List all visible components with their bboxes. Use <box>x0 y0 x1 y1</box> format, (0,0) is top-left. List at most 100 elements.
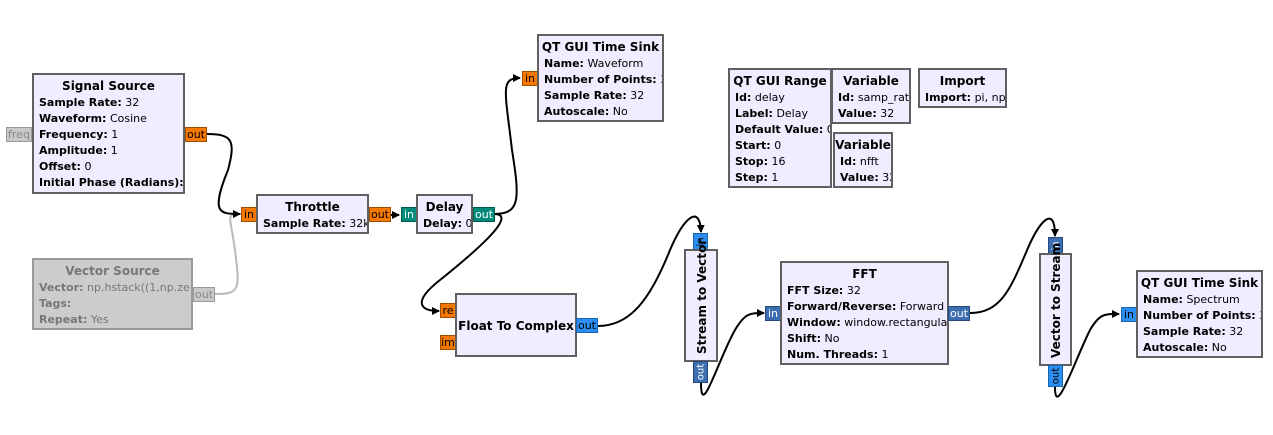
param-row: Window: window.rectangular... <box>787 315 947 331</box>
param-value: 32 <box>1229 325 1244 338</box>
param-row: Delay: 0 <box>423 216 471 232</box>
param-name: FFT Size: <box>787 284 844 297</box>
wire-vector-source-to-throttle[interactable] <box>214 213 243 295</box>
vector-to-stream-out-port[interactable]: out <box>1048 365 1063 387</box>
stream-to-vector-block[interactable] <box>684 249 718 362</box>
vector-source-block[interactable]: Vector Source Vector: np.hstack((1,np.ze… <box>32 258 193 330</box>
param-row: Initial Phase (Radians): 0 <box>39 175 183 191</box>
param-name: Stop: <box>735 155 769 168</box>
param-name: Forward/Reverse: <box>787 300 897 313</box>
param-name: Default Value: <box>735 123 824 136</box>
param-row: Import: pi, np <box>925 90 1005 106</box>
param-row: Frequency: 1 <box>39 127 183 143</box>
param-value: 0 <box>84 160 92 173</box>
delay-out-port[interactable]: out <box>473 207 495 222</box>
param-value: nfft <box>859 155 879 168</box>
block-title: QT GUI Time Sink <box>541 40 660 54</box>
param-list: Sample Rate: 32k <box>258 216 367 232</box>
param-list: Id: delay Label: Delay Default Value: 0 … <box>730 90 830 186</box>
float-to-complex-out-port[interactable]: out <box>576 318 598 333</box>
block-title: Import <box>939 74 986 88</box>
block-title: Throttle <box>285 200 340 214</box>
param-row: Waveform: Cosine <box>39 111 183 127</box>
throttle-in-port[interactable]: in <box>241 207 257 222</box>
wire-delay-to-time-sink[interactable] <box>493 74 521 215</box>
wire-fft-to-vector-to-stream[interactable] <box>969 217 1059 314</box>
param-row: Amplitude: 1 <box>39 143 183 159</box>
param-name: Num. Threads: <box>787 348 878 361</box>
wire-vector-to-stream-to-time-sink[interactable] <box>1054 309 1120 398</box>
param-value: samp_rate <box>857 91 909 104</box>
param-row: Id: samp_rate <box>838 90 909 106</box>
param-row: Offset: 0 <box>39 159 183 175</box>
param-name: Import: <box>925 91 972 104</box>
param-row: Sample Rate: 32 <box>544 88 662 104</box>
param-value: window.rectangular... <box>844 316 947 329</box>
time-sink-waveform-in-port[interactable]: in <box>522 71 538 86</box>
param-name: Repeat: <box>39 313 88 326</box>
stream-to-vector-out-port[interactable]: out <box>693 361 708 383</box>
param-value: 0 <box>827 123 830 136</box>
float-to-complex-im-port[interactable]: im <box>440 335 456 350</box>
param-value: 1 <box>771 171 779 184</box>
param-row: Value: 32 <box>840 170 891 186</box>
param-name: Shift: <box>787 332 821 345</box>
param-row: Id: delay <box>735 90 830 106</box>
param-value: 16 <box>771 155 786 168</box>
block-title: Variable <box>835 138 891 152</box>
signal-source-freq-port[interactable]: freq <box>6 127 32 142</box>
wire-stream-to-vector-to-fft[interactable] <box>700 309 765 396</box>
time-sink-spectrum-in-port[interactable]: in <box>1121 307 1137 322</box>
param-row: Label: Delay <box>735 106 830 122</box>
time-sink-waveform-block[interactable]: QT GUI Time Sink Name: Waveform Number o… <box>537 34 664 122</box>
signal-source-out-port[interactable]: out <box>185 127 207 142</box>
param-row: Repeat: Yes <box>39 312 191 328</box>
param-value: Delay <box>776 107 808 120</box>
wire-float-to-complex-to-stream-to-vector[interactable] <box>597 215 705 327</box>
delay-block[interactable]: Delay Delay: 0 <box>416 194 473 234</box>
signal-source-block[interactable]: Signal Source Sample Rate: 32 Waveform: … <box>32 73 185 194</box>
variable-samp-rate-block[interactable]: Variable Id: samp_rate Value: 32 <box>831 68 911 124</box>
param-name: Value: <box>840 171 879 184</box>
wire-delay-to-float-to-complex[interactable] <box>420 213 503 315</box>
variable-nfft-block[interactable]: Variable Id: nfft Value: 32 <box>833 132 893 188</box>
param-value: 0 <box>465 217 471 230</box>
param-name: Window: <box>787 316 841 329</box>
vector-source-out-port[interactable]: out <box>193 287 215 302</box>
param-name: Sample Rate: <box>263 217 346 230</box>
delay-in-port[interactable]: in <box>401 207 417 222</box>
throttle-out-port[interactable]: out <box>369 207 391 222</box>
block-title: FFT <box>852 267 877 281</box>
param-value: Waveform <box>587 57 644 70</box>
fft-block[interactable]: FFT FFT Size: 32 Forward/Reverse: Forwar… <box>780 261 949 365</box>
param-name: Waveform: <box>39 112 107 125</box>
param-value: No <box>1211 341 1227 354</box>
fft-in-port[interactable]: in <box>765 306 781 321</box>
param-row: Name: Waveform <box>544 56 662 72</box>
param-value: np.hstack((1,np.ze... <box>87 281 191 294</box>
param-value: 1 <box>111 128 119 141</box>
param-value: No <box>824 332 840 345</box>
qt-gui-range-block[interactable]: QT GUI Range Id: delay Label: Delay Defa… <box>728 68 832 188</box>
param-value: 1 <box>110 144 118 157</box>
time-sink-spectrum-block[interactable]: QT GUI Time Sink Name: Spectrum Number o… <box>1136 270 1263 358</box>
float-to-complex-re-port[interactable]: re <box>440 303 456 318</box>
float-to-complex-block[interactable]: Float To Complex <box>455 293 577 357</box>
param-name: Sample Rate: <box>39 96 122 109</box>
param-list: Id: samp_rate Value: 32 <box>833 90 909 122</box>
param-row: Sample Rate: 32 <box>1143 324 1261 340</box>
param-name: Number of Points: <box>544 73 657 86</box>
param-list: Name: Spectrum Number of Points: 32 Samp… <box>1138 292 1261 356</box>
param-value: 32 <box>1259 309 1261 322</box>
fft-out-port[interactable]: out <box>948 306 970 321</box>
param-name: Number of Points: <box>1143 309 1256 322</box>
param-value: 32 <box>880 107 895 120</box>
param-name: Start: <box>735 139 771 152</box>
param-name: Sample Rate: <box>544 89 627 102</box>
param-list: Vector: np.hstack((1,np.ze... Tags: Repe… <box>34 280 191 328</box>
import-block[interactable]: Import Import: pi, np <box>918 68 1007 108</box>
throttle-block[interactable]: Throttle Sample Rate: 32k <box>256 194 369 234</box>
param-value: Forward <box>899 300 945 313</box>
wire-signal-source-to-throttle[interactable] <box>206 133 241 218</box>
param-row: Stop: 16 <box>735 154 830 170</box>
